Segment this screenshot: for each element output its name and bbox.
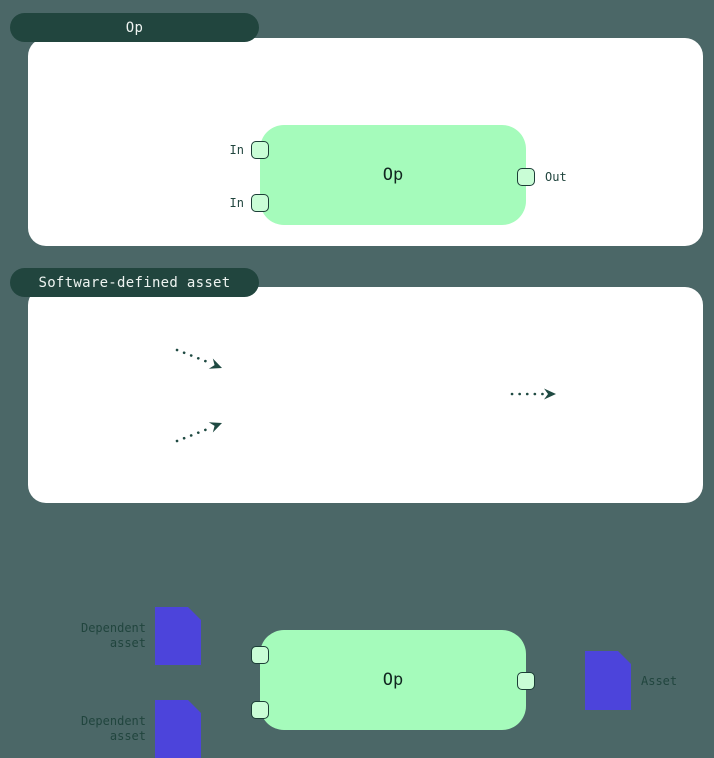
asset-icon xyxy=(585,651,631,710)
sda-section-tab-label: Software-defined asset xyxy=(38,274,231,291)
sda-input-handle-1 xyxy=(251,646,269,664)
sda-input-handle-2 xyxy=(251,701,269,719)
sda-section-panel: Op Dependent asset Dependent asset Asset xyxy=(28,287,703,503)
sda-op-node: Op xyxy=(260,630,526,730)
dependent-asset-label-2: Dependent asset xyxy=(80,714,146,743)
op-node: Op xyxy=(260,125,526,225)
sda-section-tab: Software-defined asset xyxy=(10,268,259,297)
sda-output-handle xyxy=(517,672,535,690)
input-handle-1 xyxy=(251,141,269,159)
input-label-2: In xyxy=(229,196,244,210)
op-node-label: Op xyxy=(382,165,404,185)
sda-op-node-label: Op xyxy=(382,670,404,690)
dependent-asset-label-1: Dependent asset xyxy=(80,621,146,650)
op-section-panel: Op In In Out xyxy=(28,38,703,246)
output-handle xyxy=(517,168,535,186)
input-handle-2 xyxy=(251,194,269,212)
output-label: Out xyxy=(545,170,567,184)
dependent-asset-icon-1 xyxy=(155,607,201,665)
asset-label: Asset xyxy=(641,674,678,688)
diagram-canvas: Op Op In In Out Software-defined asset O… xyxy=(10,13,703,516)
op-section-tab: Op xyxy=(10,13,259,42)
input-label-1: In xyxy=(229,143,244,157)
op-section-tab-label: Op xyxy=(125,19,144,36)
dependent-asset-icon-2 xyxy=(155,700,201,758)
